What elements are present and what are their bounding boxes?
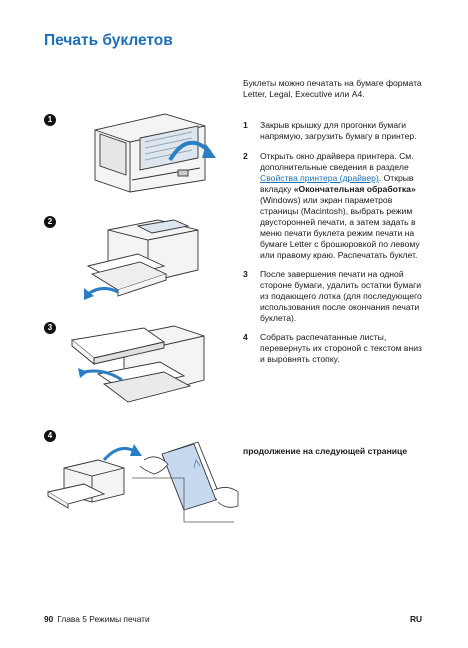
continued-note: продолжение на следующей странице — [243, 446, 408, 456]
step-3-badge: 3 — [44, 322, 56, 334]
step-2-text-post: (Windows) или экран параметров страницы … — [260, 195, 420, 260]
step-1-text: Закрыв крышку для прогонки бумаги напрям… — [260, 120, 417, 141]
printer-illustration-4 — [46, 441, 239, 523]
step-1: 1 Закрыв крышку для прогонки бумаги напр… — [243, 120, 425, 142]
step-1-number: 1 — [243, 120, 248, 130]
step-3-number: 3 — [243, 269, 248, 279]
step-4-text: Собрать распечатанные листы, перевернуть… — [260, 332, 422, 364]
intro-text: Буклеты можно печатать на бумаге формата… — [243, 78, 422, 99]
step-2-number: 2 — [243, 151, 248, 161]
finishing-tab-name: «Окончательная обработка» — [293, 184, 416, 194]
step-4-number: 4 — [243, 332, 248, 342]
chapter-label: Глава 5 Режимы печати — [57, 614, 150, 624]
printer-illustration-2 — [84, 219, 199, 300]
language-code: RU — [410, 614, 423, 624]
printer-properties-link[interactable]: Свойства принтера (драйвер) — [260, 173, 379, 183]
step-3-text: После завершения печати на одной стороне… — [260, 269, 422, 323]
page-title: Печать буклетов — [44, 32, 173, 49]
step-2-text-pre: Открыть окно драйвера принтера. См. допо… — [260, 151, 414, 172]
printer-illustration-1 — [94, 113, 216, 193]
step-4: 4 Собрать распечатанные листы, переверну… — [243, 332, 425, 365]
step-4-badge: 4 — [44, 430, 56, 442]
printer-illustration-3 — [70, 325, 205, 403]
step-2: 2 Открыть окно драйвера принтера. См. до… — [243, 151, 425, 261]
step-3: 3 После завершения печати на одной сторо… — [243, 269, 425, 324]
step-1-badge: 1 — [44, 114, 56, 126]
steps-list: 1 Закрыв крышку для прогонки бумаги напр… — [243, 120, 425, 365]
step-2-badge: 2 — [44, 216, 56, 228]
step-2-text-mid: . Открыв вкладку — [260, 173, 414, 194]
page-number: 90 — [44, 614, 54, 624]
